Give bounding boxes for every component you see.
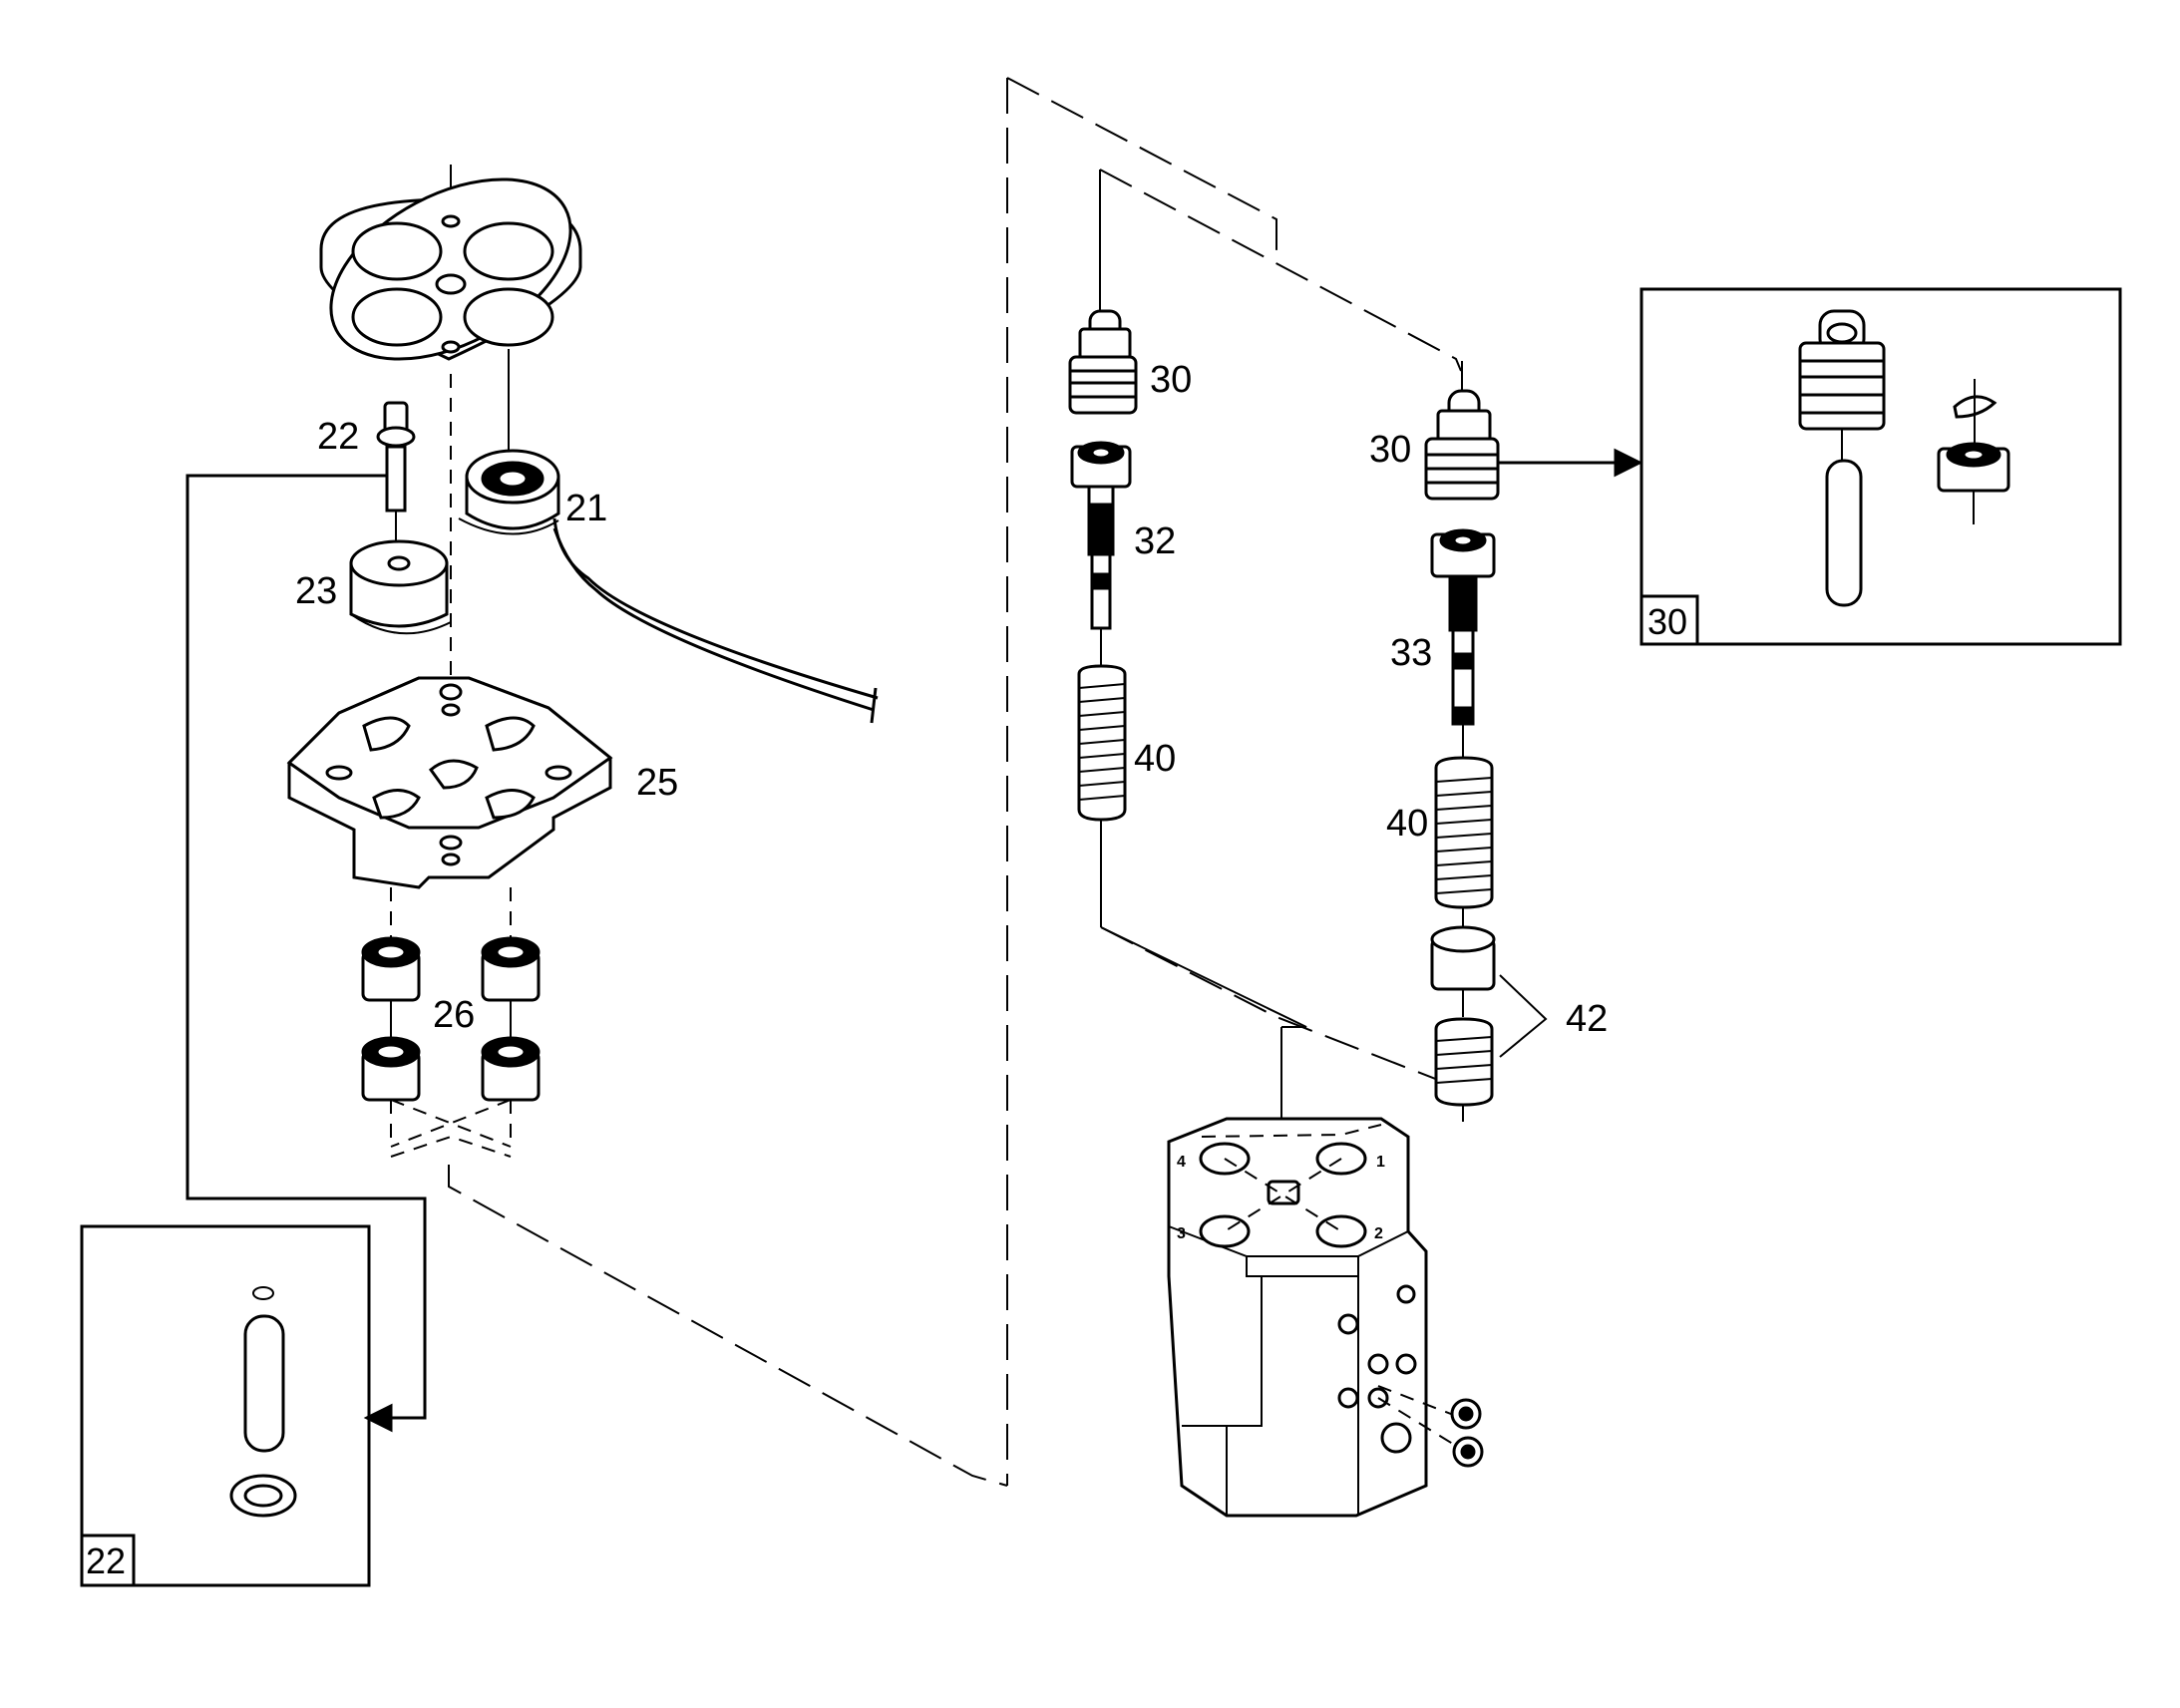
callout-40-left: 40 bbox=[1134, 738, 1176, 780]
bushings-26 bbox=[361, 887, 541, 1158]
screws bbox=[1450, 1398, 1484, 1468]
port-label-1: 1 bbox=[1376, 1154, 1385, 1171]
plate-25 bbox=[286, 676, 613, 889]
callout-32: 32 bbox=[1134, 520, 1176, 562]
callout-33: 33 bbox=[1390, 632, 1432, 674]
callout-30-right: 30 bbox=[1369, 429, 1411, 471]
valve-housing bbox=[1167, 1027, 1457, 1518]
pin-22 bbox=[376, 401, 416, 512]
callout-labels: 21 22 23 25 26 30 32 40 30 33 40 42 30 2… bbox=[86, 359, 1687, 1581]
callout-40-right: 40 bbox=[1386, 803, 1428, 845]
callout-26: 26 bbox=[433, 994, 475, 1036]
callout-21: 21 bbox=[565, 488, 607, 529]
port-label-3: 3 bbox=[1177, 1225, 1186, 1242]
port-label-4: 4 bbox=[1177, 1154, 1186, 1171]
callout-25: 25 bbox=[636, 762, 678, 804]
valve-stack-left bbox=[1068, 189, 1457, 1088]
bushing-23 bbox=[349, 511, 452, 635]
inset-30-leader bbox=[1498, 448, 1643, 478]
callout-42: 42 bbox=[1566, 998, 1608, 1040]
valve-stack-right bbox=[1424, 361, 1548, 1122]
disc-plate bbox=[319, 165, 582, 361]
inset-label-22: 22 bbox=[86, 1540, 126, 1581]
port-label-2: 2 bbox=[1374, 1225, 1383, 1242]
inset-pin-22 bbox=[80, 1224, 371, 1587]
callout-30-left: 30 bbox=[1150, 359, 1192, 401]
inset-label-30: 30 bbox=[1647, 601, 1687, 642]
inset-22-leader bbox=[185, 474, 427, 1433]
callout-23: 23 bbox=[295, 570, 337, 612]
sensor-21 bbox=[458, 349, 879, 724]
callout-22: 22 bbox=[317, 416, 359, 458]
inset-valve-30 bbox=[1639, 287, 2122, 646]
